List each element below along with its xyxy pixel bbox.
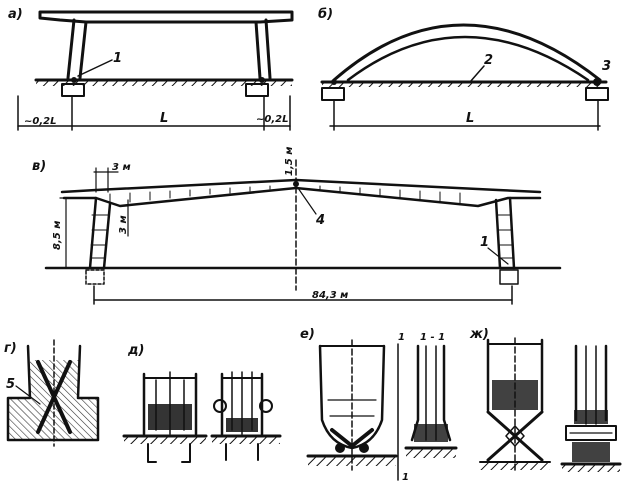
panel-g-joint: г) 5 xyxy=(4,339,100,447)
callout-2-leader xyxy=(469,65,485,83)
left-support-b xyxy=(321,87,345,101)
dim-span-a: L xyxy=(160,111,168,126)
callout-5: 5 xyxy=(6,377,15,392)
panel-v-gable-frame: в) 3 м 3 м 8,5 м 1,5 м xyxy=(32,147,562,305)
dim-span-v: 84,3 м xyxy=(312,290,348,301)
dim-left-overhang: ~0,2L xyxy=(24,116,56,127)
right-footing xyxy=(245,83,269,97)
frame-left-leg xyxy=(66,18,88,80)
right-support-b xyxy=(585,87,609,101)
roof-top xyxy=(60,178,542,194)
dim-right-overhang: ~0,2L xyxy=(256,114,288,125)
left-hinge xyxy=(71,77,77,83)
frame-right-leg xyxy=(254,18,272,80)
dim-cantilever: 3 м xyxy=(112,162,131,173)
hinge-3 xyxy=(593,78,601,86)
left-footing-v xyxy=(85,269,105,285)
callout-1-leader xyxy=(77,59,113,77)
panel-d-joints: д) xyxy=(122,343,282,463)
panel-a-portal-frame: а) 1 ~0,2L L ~0,2L xyxy=(8,7,294,131)
panel-b-label: б) xyxy=(318,7,333,22)
column-e-flared xyxy=(318,344,386,450)
dim-span-b: L xyxy=(466,111,474,126)
callout-1-v: 1 xyxy=(480,235,489,250)
frame-beam xyxy=(38,10,294,24)
right-hinge xyxy=(259,77,265,83)
panel-g-label: г) xyxy=(4,341,17,356)
callout-4: 4 xyxy=(315,213,325,228)
panel-e-label: е) xyxy=(300,327,315,342)
panel-a-label: а) xyxy=(8,7,23,22)
arch-inner xyxy=(346,35,590,82)
panel-d-label: д) xyxy=(127,343,144,358)
joint-d-left-concrete xyxy=(148,404,192,430)
section-mark-top: 1 xyxy=(398,332,405,343)
panel-v-label: в) xyxy=(32,159,46,174)
ridge-joint xyxy=(293,181,299,187)
ground-hatch xyxy=(36,80,292,86)
panel-zh-joint: ж) xyxy=(469,327,622,472)
dim-beam-depth: 3 м xyxy=(118,215,129,234)
left-column xyxy=(88,196,112,270)
dim-ridge: 1,5 м xyxy=(284,147,295,176)
section-mark-bottom: 1 xyxy=(402,472,409,483)
callout-1: 1 xyxy=(113,51,122,66)
dim-height: 8,5 м xyxy=(52,221,63,250)
section-title: 1 - 1 xyxy=(420,332,445,343)
panel-b-arch: б) 2 3 L xyxy=(318,7,611,131)
arch-outer xyxy=(332,23,602,82)
callout-3: 3 xyxy=(602,59,611,74)
ground-hatch-b xyxy=(322,82,606,87)
zh-cross-joint xyxy=(486,410,544,462)
left-footing xyxy=(61,83,85,97)
right-footing-v xyxy=(499,269,519,285)
roof-bottom xyxy=(62,186,542,208)
panel-zh-label: ж) xyxy=(469,327,489,342)
panel-e-joint: е) 1 1 - 1 1 xyxy=(300,327,458,483)
callout-2: 2 xyxy=(484,53,493,68)
